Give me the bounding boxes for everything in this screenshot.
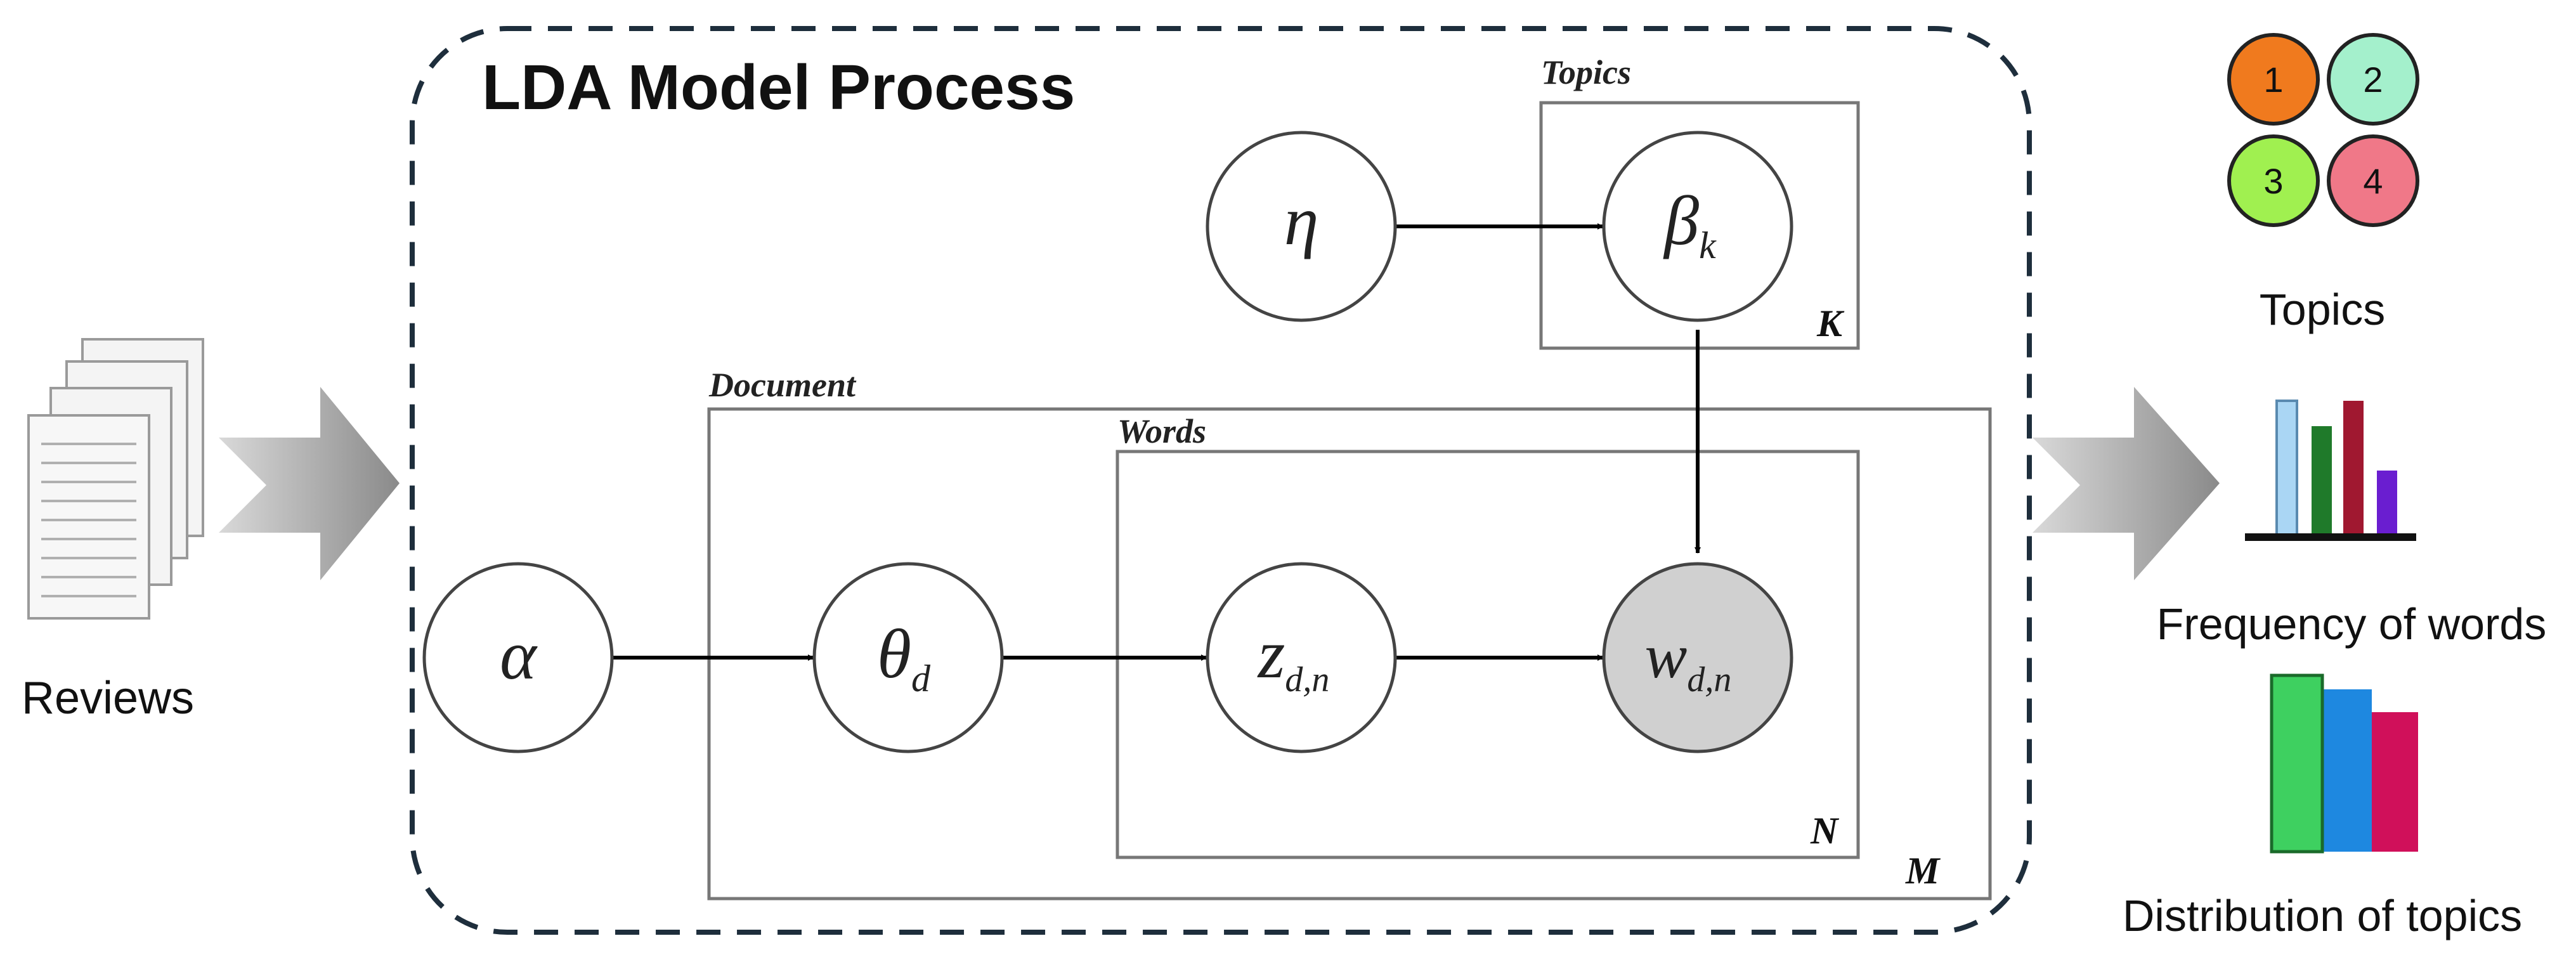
topic-badge-3: 3: [2227, 134, 2320, 227]
svg-text:1: 1: [2263, 60, 2283, 100]
document-plate: [707, 407, 1992, 901]
svg-text:wd,n: wd,n: [1645, 621, 1732, 699]
document-plate-count: M: [1905, 850, 1941, 892]
output-chevron-arrow: [2033, 387, 2220, 580]
words-plate: [1116, 450, 1860, 859]
svg-text:4: 4: [2363, 161, 2383, 201]
node-z: zd,n: [1206, 562, 1397, 753]
svg-text:3: 3: [2263, 161, 2283, 201]
node-theta: θd: [812, 562, 1004, 753]
svg-text:θd: θd: [877, 615, 931, 699]
node-eta: η: [1206, 131, 1397, 322]
topic-badge-1: 1: [2227, 33, 2320, 126]
document-plate-label: Document: [708, 366, 857, 404]
topics-badges: 1 2 3 4: [2227, 33, 2419, 227]
svg-text:βk: βk: [1663, 182, 1717, 266]
topics-output-label: Topics: [2260, 285, 2385, 334]
words-plate-count: N: [1810, 810, 1840, 852]
svg-text:zd,n: zd,n: [1257, 615, 1330, 699]
node-alpha: α: [422, 562, 614, 753]
words-plate-label: Words: [1117, 412, 1206, 450]
frequency-output-label: Frequency of words: [2157, 599, 2547, 649]
node-beta: βk: [1602, 131, 1793, 322]
distribution-output-label: Distribution of topics: [2123, 891, 2522, 940]
svg-text:α: α: [500, 616, 538, 694]
process-title: LDA Model Process: [482, 52, 1075, 123]
topic-badge-2: 2: [2327, 33, 2419, 126]
node-w-observed: wd,n: [1602, 562, 1793, 753]
reviews-label: Reviews: [22, 673, 194, 724]
svg-text:2: 2: [2363, 60, 2383, 100]
topic-badge-4: 4: [2327, 134, 2419, 227]
document-stack-icon: [27, 338, 204, 620]
topics-plate-count: K: [1816, 302, 1845, 344]
lda-process-frame: [410, 26, 2032, 935]
topics-plate-label: Topics: [1541, 53, 1631, 91]
svg-text:η: η: [1284, 182, 1319, 259]
input-chevron-arrow: [219, 387, 400, 580]
stacked-bar-icon: [2270, 673, 2418, 854]
bar-chart-icon: [2245, 400, 2416, 541]
